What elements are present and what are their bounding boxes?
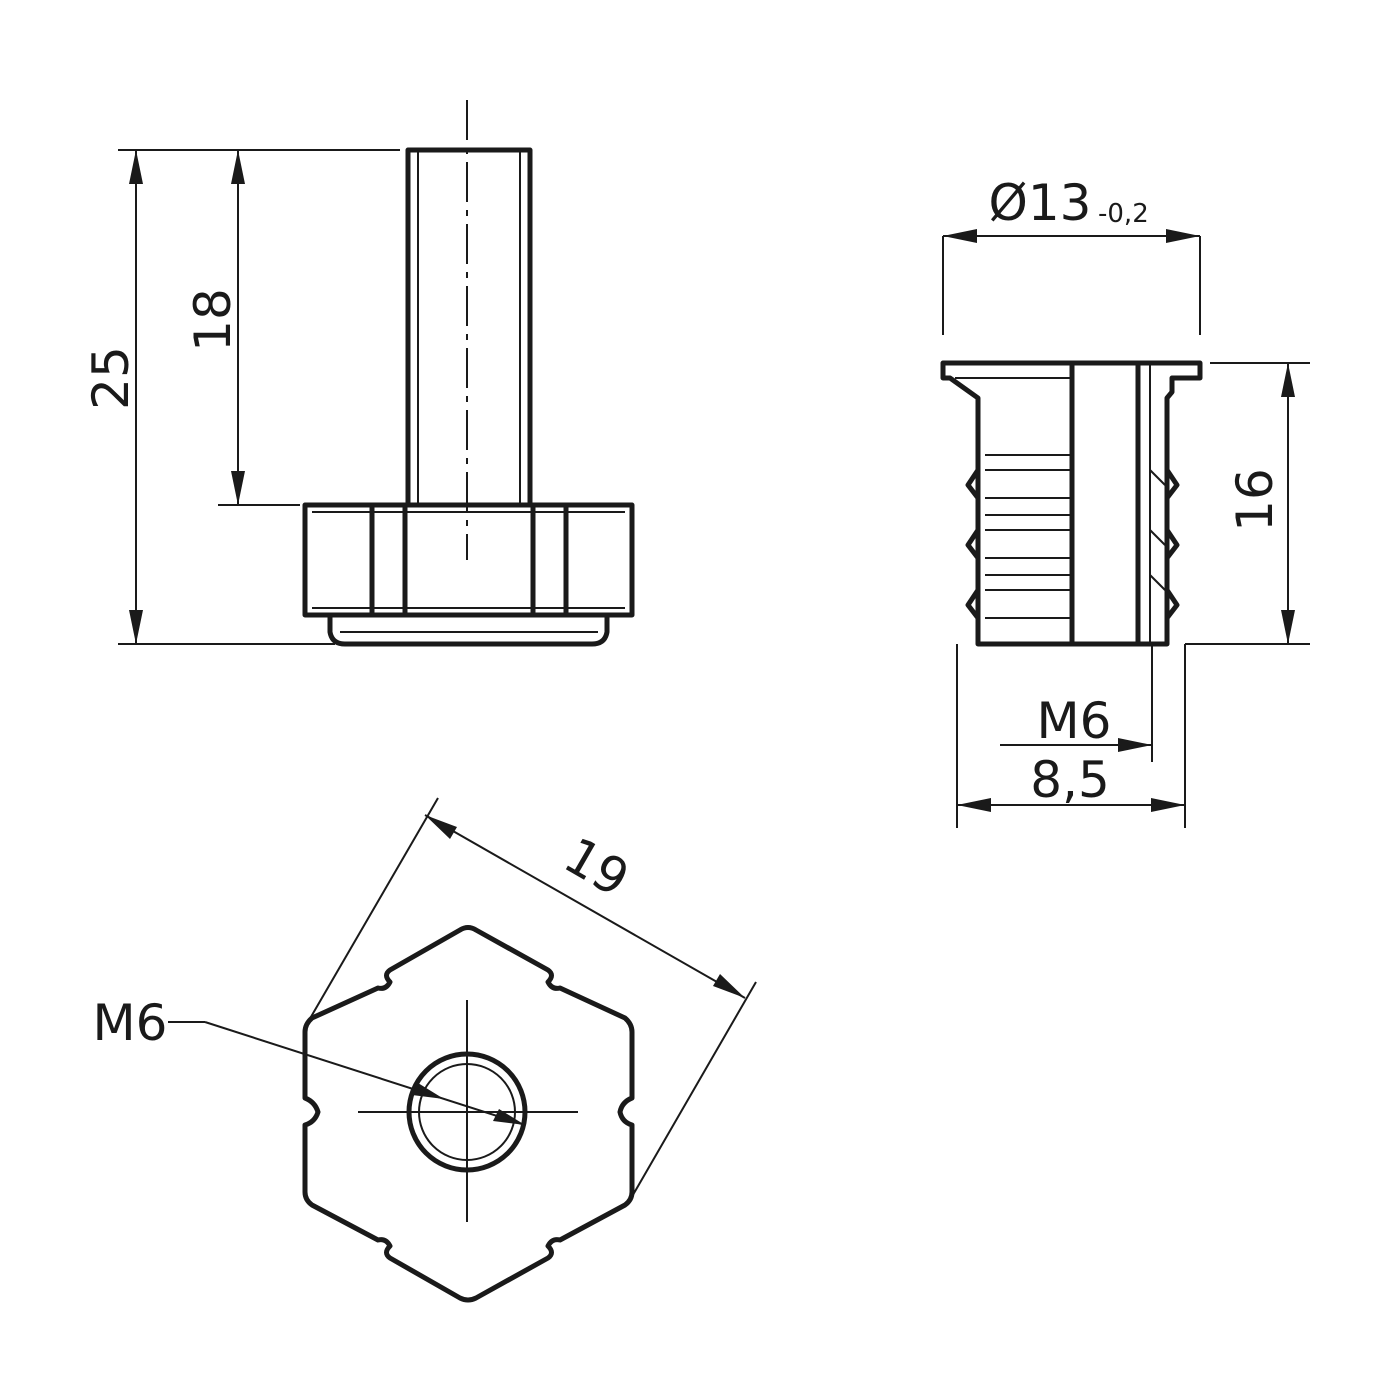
dimension-stud-length: 18: [184, 150, 245, 505]
hex-base-outline: [302, 925, 635, 1303]
dimension-insert-diameter: Ø13 -0,2: [942, 174, 1201, 335]
dim-label-base-m6: M6: [93, 994, 168, 1052]
dimension-hex-across-flats: 19: [307, 797, 757, 1201]
base-thread-leader: M6: [93, 994, 526, 1126]
hex-base-bottom-view: 19 M6: [93, 797, 757, 1303]
dim-label-tolerance: -0,2: [1098, 199, 1149, 229]
dim-label-18: 18: [184, 288, 242, 352]
dimension-total-height: 25: [82, 150, 143, 644]
dim-label-25: 25: [82, 346, 140, 410]
dimension-insert-height: 16: [1185, 362, 1310, 645]
dim-label-16: 16: [1226, 468, 1284, 532]
glide-pad: [327, 615, 610, 647]
dim-label-8-5: 8,5: [1030, 751, 1110, 809]
threaded-stud: [405, 147, 533, 508]
dim-label-insert-m6: M6: [1037, 692, 1112, 750]
leveling-foot-side-view: 25 18: [82, 100, 635, 647]
hex-base: [302, 502, 635, 618]
dimension-insert-thread: M6: [1000, 692, 1152, 752]
dimension-insert-length: 8,5: [957, 751, 1185, 812]
dim-label-diameter: Ø13: [989, 174, 1092, 232]
threaded-insert-view: Ø13 -0,2 16 M6 8,5: [940, 174, 1310, 828]
